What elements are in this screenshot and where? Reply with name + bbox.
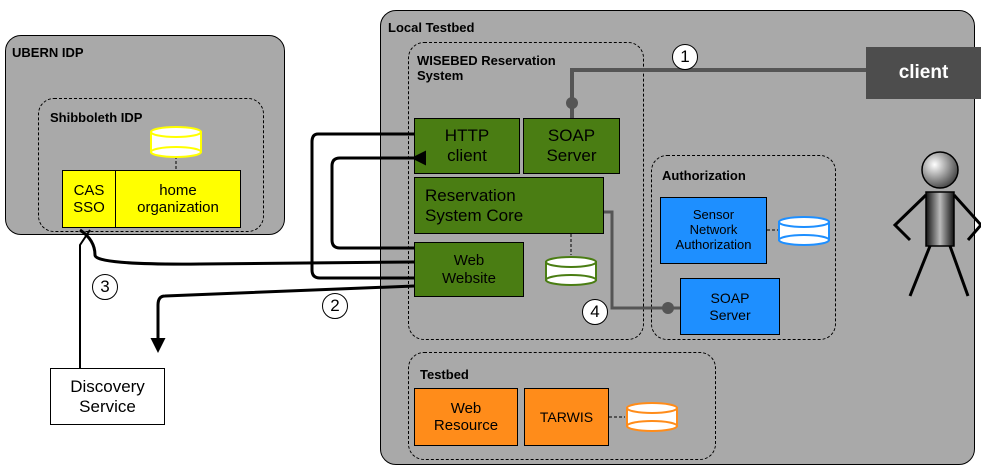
- authorization-container: [651, 155, 836, 340]
- tarwis-database-icon: [626, 402, 678, 432]
- shibboleth-idp-title: Shibboleth IDP: [50, 110, 143, 125]
- client-soap-socket: [566, 97, 578, 109]
- website-to-discovery-line: [150, 284, 415, 353]
- core-to-authorization-line: [604, 210, 680, 310]
- tarwis-box: TARWIS: [524, 388, 609, 446]
- sso-to-discovery-line: [79, 229, 91, 368]
- sensor-network-authorization-box: Sensor Network Authorization: [660, 197, 767, 264]
- discovery-service-box: Discovery Service: [50, 368, 165, 425]
- core-database-icon: [545, 256, 597, 286]
- user-person-icon: [892, 151, 981, 297]
- wisebed-reservation-container: [408, 42, 644, 340]
- http-client-loop-inner: [330, 150, 426, 250]
- soap-server-box: SOAP Server: [523, 118, 620, 174]
- ubern-idp-title: UBERN IDP: [12, 45, 84, 60]
- step-3-marker: 3: [92, 274, 118, 300]
- local-testbed-title: Local Testbed: [388, 20, 475, 35]
- auth-soap-server-box: SOAP Server: [680, 278, 780, 335]
- reservation-system-core-box: Reservation System Core: [414, 177, 604, 234]
- step-2-marker: 2: [322, 293, 348, 319]
- step-4-marker: 4: [582, 299, 608, 325]
- authorization-socket: [662, 302, 674, 314]
- sso-to-website-line: [79, 228, 415, 266]
- web-resource-box: Web Resource: [414, 388, 518, 446]
- home-organization-box: home organization: [115, 170, 241, 228]
- testbed-title: Testbed: [420, 367, 469, 382]
- home-org-database-icon: [150, 126, 202, 158]
- http-client-box: HTTP client: [414, 118, 520, 174]
- step-1-marker: 1: [672, 44, 698, 70]
- shibboleth-idp-container: [38, 98, 264, 232]
- authorization-title: Authorization: [662, 168, 746, 183]
- client-soap-link: [570, 68, 866, 118]
- wisebed-reservation-title: WISEBED Reservation System: [417, 53, 556, 83]
- client-box: client: [866, 47, 981, 99]
- sensor-database-icon: [778, 216, 830, 246]
- http-client-loop-outer: [310, 132, 414, 280]
- testbed-container: [408, 352, 716, 460]
- web-website-box: Web Website: [414, 242, 524, 297]
